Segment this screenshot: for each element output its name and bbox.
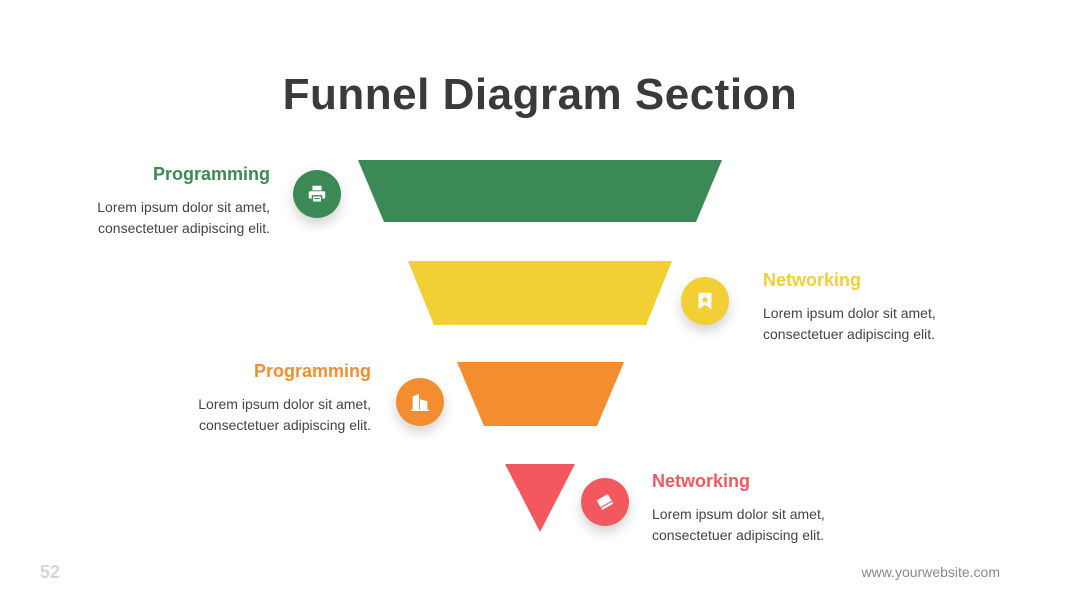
funnel-stage-4 xyxy=(505,464,575,532)
printer-icon xyxy=(308,185,326,203)
funnel-stage-3 xyxy=(457,362,624,426)
stage-1-line-2: consectetuer adipiscing elit. xyxy=(98,220,270,236)
stage-4-description: Lorem ipsum dolor sit amet, consectetuer… xyxy=(652,504,825,546)
stage-1-line-1: Lorem ipsum dolor sit amet, xyxy=(97,199,270,215)
website-link[interactable]: www.yourwebsite.com xyxy=(861,564,1001,580)
bookmark-star-icon xyxy=(698,292,712,310)
stage-2-line-1: Lorem ipsum dolor sit amet, xyxy=(763,305,936,321)
book-icon xyxy=(597,494,613,510)
stage-4-title: Networking xyxy=(652,471,751,491)
funnel-stage-1 xyxy=(358,160,722,222)
stage-1-description: Lorem ipsum dolor sit amet, consectetuer… xyxy=(97,197,270,239)
stage-2-icon-badge xyxy=(681,277,729,325)
stage-1-title: Programming xyxy=(152,164,270,184)
funnel-stage-2 xyxy=(408,261,672,325)
stage-1-icon-badge xyxy=(293,170,341,218)
stage-3-description: Lorem ipsum dolor sit amet, consectetuer… xyxy=(198,394,371,436)
slide-title: Funnel Diagram Section xyxy=(282,70,798,119)
page-number: 52 xyxy=(40,562,61,582)
stage-3-line-1: Lorem ipsum dolor sit amet, xyxy=(198,396,371,412)
stage-4-line-1: Lorem ipsum dolor sit amet, xyxy=(652,506,825,522)
buildings-icon xyxy=(410,393,430,411)
stage-2-description: Lorem ipsum dolor sit amet, consectetuer… xyxy=(763,303,936,345)
stage-3-icon-badge xyxy=(396,378,444,426)
stage-2-title: Networking xyxy=(763,270,862,290)
stage-3-line-2: consectetuer adipiscing elit. xyxy=(199,417,371,433)
stage-4-line-2: consectetuer adipiscing elit. xyxy=(652,527,824,543)
stage-4-icon-badge xyxy=(581,478,629,526)
stage-2-line-2: consectetuer adipiscing elit. xyxy=(763,326,935,342)
stage-3-title: Programming xyxy=(253,361,371,381)
